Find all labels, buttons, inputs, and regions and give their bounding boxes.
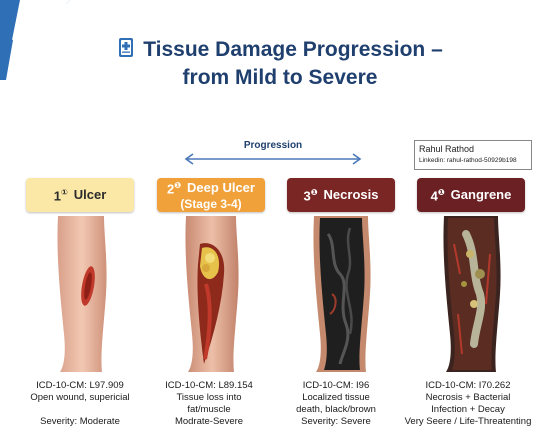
title-line-1: Tissue Damage Progression –: [143, 38, 443, 61]
stage-2-description: ICD-10-CM: L89.154 Tissue loss into fat/…: [139, 380, 279, 428]
stage-1-description: ICD-10-CM: L97.909 Open wound, supericia…: [10, 380, 150, 428]
page-title: Tissue Damage Progression – from Mild to…: [60, 36, 500, 92]
stage-2-title: Deep Ulcer: [187, 179, 255, 195]
stage-1-severity: Severity: Moderate: [40, 416, 120, 427]
stage-2-subtitle: (Stage 3-4): [180, 196, 242, 211]
stage-1-label: 1① Ulcer: [26, 178, 134, 212]
deep-ulcer-leg-illustration: [185, 216, 239, 372]
stage-4-icd: ICD-10-CM: I70.262: [425, 380, 511, 391]
progression-label: Progression: [243, 140, 303, 151]
stage-4-severity: Very Seere / Life-Threatenting: [404, 416, 532, 427]
stage-3-number: 3❶: [303, 188, 318, 204]
author-name: Rahul Rathod: [419, 144, 475, 154]
stage-1-icd: ICD-10-CM: L97.909: [36, 380, 124, 391]
author-link: Linkedin: rahul-rathod-50929b198: [419, 157, 517, 164]
double-arrow-icon: [184, 153, 362, 165]
stage-2-desc-line-2: fat/muscle: [187, 404, 231, 415]
stage-3-desc-line-1: Localized tissue: [302, 392, 370, 403]
stage-4-label: 4❶ Gangrene: [417, 178, 525, 212]
progression-indicator: Progression: [183, 140, 363, 166]
gangrene-leg-illustration: [443, 216, 501, 372]
title-line-2: from Mild to Severe: [182, 66, 378, 89]
stage-3-description: ICD-10-CM: I96 Localized tissue death, b…: [266, 380, 406, 428]
stage-4-number: 4❶: [430, 188, 445, 204]
medical-document-icon: [119, 38, 134, 57]
stage-2-desc-line-1: Tissue loss into: [176, 392, 242, 403]
stage-4-desc-line-1: Necrosis + Bacterial: [425, 392, 511, 403]
stage-4-desc-line-2: Infection + Decay: [431, 404, 505, 415]
stage-2-number: 2❶: [167, 181, 182, 197]
necrosis-leg-illustration: [313, 216, 371, 372]
author-credit-box: Rahul Rathod Linkedin: rahul-rathod-5092…: [414, 140, 532, 170]
stage-3-desc-line-2: death, black/brown: [296, 404, 376, 415]
stage-1-title: Ulcer: [73, 187, 107, 202]
stage-4-description: ICD-10-CM: I70.262 Necrosis + Bacterial …: [398, 380, 538, 428]
stage-2-severity: Modrate-Severe: [174, 416, 244, 427]
ulcer-leg-illustration: [57, 216, 107, 372]
stage-1-desc-line-1: Open wound, supericial: [30, 392, 130, 403]
stage-1-number: 1①: [53, 188, 68, 204]
stage-2-icd: ICD-10-CM: L89.154: [165, 380, 253, 391]
stage-3-icd: ICD-10-CM: I96: [302, 380, 370, 391]
stage-3-title: Necrosis: [323, 187, 379, 202]
stage-4-title: Gangrene: [450, 187, 512, 202]
stage-3-label: 3❶ Necrosis: [287, 178, 395, 212]
stage-2-label: 2❶ Deep Ulcer (Stage 3-4): [157, 178, 265, 212]
corner-decoration: [0, 0, 70, 80]
stage-3-severity: Severity: Severe: [301, 416, 371, 427]
